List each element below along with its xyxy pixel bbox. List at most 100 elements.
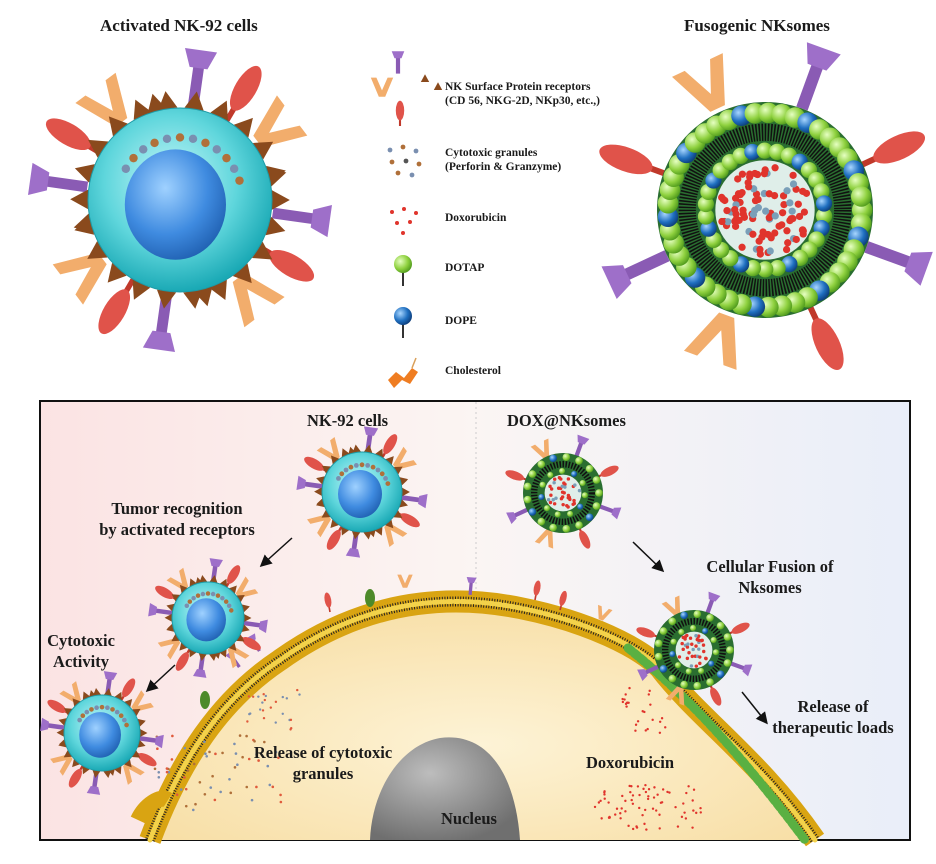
dotap-head: [654, 639, 663, 648]
arrow: [741, 691, 768, 725]
cytotoxic-granule: [343, 467, 349, 473]
dotap-head: [559, 468, 566, 475]
dotap-head: [813, 183, 830, 200]
receptor: [796, 42, 841, 111]
cytotoxic-granule: [194, 802, 197, 806]
receptor-stalk: [303, 481, 324, 489]
doxorubicin: [599, 799, 602, 803]
receptor: [857, 131, 926, 169]
cytotoxic-granule: [336, 476, 341, 481]
receptor-triangle: [402, 487, 410, 497]
doxorubicin: [559, 496, 564, 501]
arrow: [259, 537, 293, 568]
doxorubicin: [787, 215, 795, 223]
label-release-loads: Release of therapeutic loads: [758, 696, 908, 738]
receptor-head: [506, 512, 517, 524]
receptor-triangle: [265, 165, 286, 185]
receptor-stalk: [728, 660, 746, 671]
receptor: [393, 466, 403, 475]
receptor: [70, 189, 89, 210]
cytotoxic-granule: [271, 785, 275, 789]
receptor-head: [137, 753, 157, 767]
receptor: [210, 100, 228, 121]
doxorubicin: [619, 812, 622, 815]
receptor-v: [392, 446, 417, 470]
receptor-triangle: [189, 648, 197, 658]
cytotoxic-granule: [248, 712, 251, 716]
receptor: [88, 139, 109, 158]
receptor-head: [242, 637, 261, 651]
receptor-head: [122, 678, 136, 698]
receptor: [341, 448, 350, 458]
doxorubicin: [690, 642, 694, 646]
receptor-v: [50, 754, 73, 776]
doxorubicin: [645, 828, 648, 831]
receptor: [228, 585, 237, 594]
receptor-triangle: [82, 765, 90, 775]
receptor: [209, 279, 227, 301]
receptor: [56, 728, 65, 737]
doxorubicin: [566, 477, 571, 481]
cytotoxic-granule: [139, 145, 148, 154]
doxorubicin: [723, 206, 731, 215]
dope-head: [815, 195, 833, 212]
doxorubicin: [620, 807, 623, 810]
cytotoxic-granule: [251, 695, 255, 698]
doxorubicin: [782, 245, 791, 254]
dotap-head: [698, 667, 705, 674]
doxorubicin: [638, 793, 641, 797]
cytotoxic-granule: [220, 595, 225, 601]
receptor-triangle: [330, 455, 340, 465]
title-activated-nk92: Activated NK-92 cells: [100, 16, 258, 35]
cell-nucleus: [124, 149, 226, 260]
cytotoxic-granule: [205, 591, 211, 596]
receptor-head: [806, 42, 841, 71]
receptor-v: [683, 312, 737, 370]
receptor-head: [904, 251, 933, 286]
receptor-head: [637, 669, 648, 681]
receptor-head: [86, 785, 101, 795]
dotap-head: [757, 261, 774, 278]
receptor: [864, 241, 933, 286]
receptor-head: [601, 265, 632, 300]
receptor-stalk: [647, 164, 669, 178]
doxorubicin: [764, 230, 772, 239]
receptor: [184, 91, 204, 111]
doxorubicin: [688, 636, 693, 640]
receptor: [103, 688, 112, 697]
receptor-head: [185, 48, 218, 70]
receptor: [132, 279, 151, 300]
cytotoxic-granule: [195, 593, 201, 598]
cytotoxic-granule: [268, 783, 272, 787]
doxorubicin: [677, 655, 682, 659]
cytotoxic-granule: [226, 603, 232, 609]
doxorubicin: [795, 212, 804, 221]
dotap-head: [537, 517, 546, 526]
cytotoxic-granule: [264, 694, 268, 698]
cytotoxic-granule: [383, 476, 388, 481]
lipid-tails: [531, 461, 596, 526]
doxorubicin: [694, 644, 698, 648]
cytotoxic-granule: [387, 147, 393, 153]
doxorubicin: [549, 493, 553, 497]
receptor: [158, 91, 178, 111]
cytotoxic-granule: [246, 720, 249, 723]
dotap-head: [523, 482, 532, 491]
receptor: [400, 493, 428, 509]
receptor-triangle: [384, 519, 394, 529]
receptor: [75, 72, 128, 127]
legend-cholesterol: Cholesterol: [445, 365, 502, 377]
receptor: [370, 77, 394, 97]
cytotoxic-granule: [253, 739, 256, 743]
receptor-head: [873, 131, 926, 164]
doxorubicin: [402, 207, 406, 211]
nucleus-body: [370, 737, 520, 840]
dotap-head: [693, 682, 702, 690]
receptor-triangle: [82, 691, 91, 700]
dotap-head: [680, 680, 688, 689]
receptor: [601, 250, 670, 300]
receptor-triangle: [393, 510, 403, 518]
cytotoxic-granule: [274, 721, 277, 724]
receptor: [252, 141, 274, 160]
cytotoxic-granule: [114, 709, 120, 715]
